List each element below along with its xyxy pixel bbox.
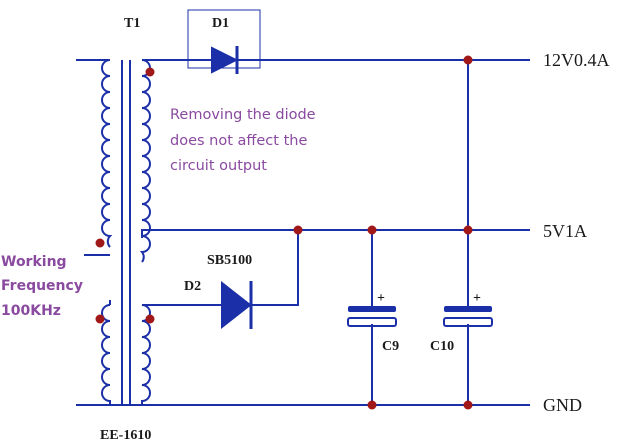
node-dot-primary-lower xyxy=(95,314,105,324)
c9-plus-sign: + xyxy=(377,291,385,306)
core-label: EE-1610 xyxy=(100,428,151,443)
node-dot-secondary-lower xyxy=(145,314,155,324)
rail-gnd-label: GND xyxy=(543,395,582,415)
wires xyxy=(76,59,530,406)
d2-label: D2 xyxy=(184,279,201,294)
frequency-note-line-2: Frequency xyxy=(1,278,83,294)
node-dot-secondary-top xyxy=(145,67,155,77)
d2-cathode-wire xyxy=(252,230,299,306)
diode-note-line-2: does not affect the xyxy=(170,133,308,149)
rail-12v-label: 12V0.4A xyxy=(543,50,610,70)
c10-capacitor xyxy=(443,306,493,327)
diode-note-line-3: circuit output xyxy=(170,158,267,174)
d2-part-label: SB5100 xyxy=(207,253,252,268)
secondary-coil-2 xyxy=(141,304,151,405)
rail-5v-wire xyxy=(141,229,530,238)
d1-diode-symbol xyxy=(211,46,239,74)
junction-c10-12v xyxy=(463,55,473,65)
junction-c10-5v xyxy=(463,225,473,235)
diode-note-line-1: Removing the diode xyxy=(170,107,316,123)
c10-label: C10 xyxy=(430,339,454,354)
primary-coil-2 xyxy=(101,304,111,405)
frequency-note-line-3: 100KHz xyxy=(1,303,61,319)
d1-label: D1 xyxy=(212,16,229,31)
node-dot-primary-mid xyxy=(95,238,105,248)
d2-diode-symbol xyxy=(221,280,253,330)
junction-c9-gnd xyxy=(367,400,377,410)
frequency-note-line-1: Working xyxy=(1,254,67,270)
frequency-note-background xyxy=(0,249,84,323)
junction-d2-5v xyxy=(293,225,303,235)
junction-c10-gnd xyxy=(463,400,473,410)
c10-plus-sign: + xyxy=(473,291,481,306)
diode-note-background xyxy=(166,101,324,177)
junction-nodes xyxy=(95,55,473,410)
junction-c9-5v xyxy=(367,225,377,235)
primary-coil-1 xyxy=(101,59,113,248)
c9-label: C9 xyxy=(382,339,399,354)
c9-capacitor xyxy=(347,306,397,327)
d1-outline-box xyxy=(187,9,261,69)
rail-5v-label: 5V1A xyxy=(543,221,587,241)
t1-label: T1 xyxy=(124,16,140,31)
secondary-coil-1 xyxy=(139,59,151,263)
